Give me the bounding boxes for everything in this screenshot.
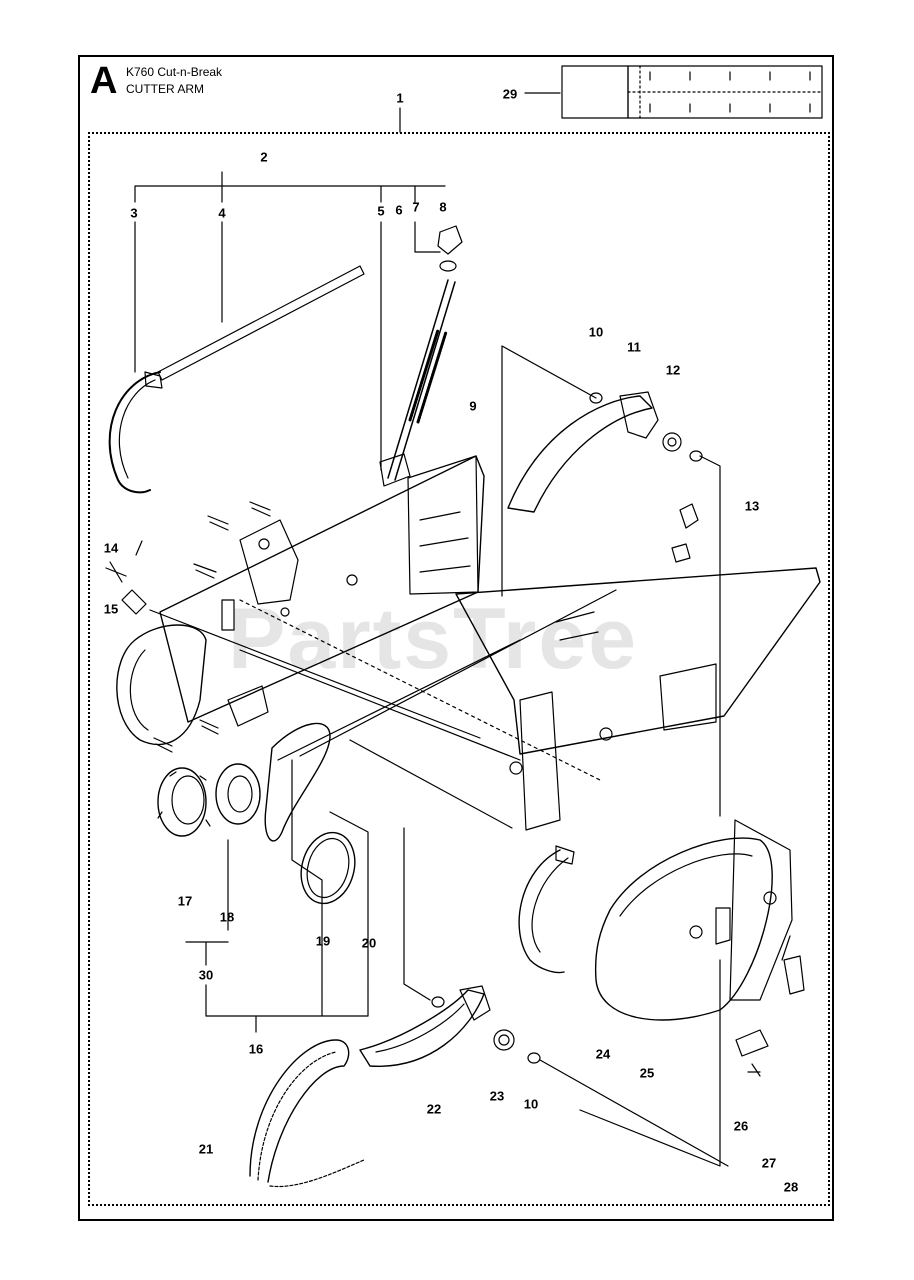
callout-29: 29 <box>502 86 518 102</box>
leader-26 <box>579 959 721 1167</box>
callout-9: 9 <box>469 398 477 414</box>
part-9-cutter-arm <box>159 455 485 723</box>
part-4-rod <box>157 265 365 381</box>
watermark: PartsTree <box>228 591 639 687</box>
arm-shaft-lines <box>149 589 617 829</box>
leader-2-bracket <box>134 171 446 203</box>
callout-25: 25 <box>639 1065 655 1081</box>
part-17-clutch-drum <box>157 767 211 837</box>
callout-10-lower: 10 <box>523 1096 539 1112</box>
part-13-drive-arm <box>455 567 821 831</box>
callout-24: 24 <box>595 1046 611 1062</box>
part-6-tension-spring <box>379 225 463 487</box>
part-29-decal-sheet <box>524 65 823 119</box>
leader-10b-line <box>539 1059 729 1167</box>
part-18-bearing <box>215 763 261 825</box>
leader-16-bracket <box>205 984 369 1033</box>
callout-6: 6 <box>395 202 403 218</box>
callout-30: 30 <box>198 967 214 983</box>
part-22-lower-guard <box>359 985 541 1067</box>
callout-14: 14 <box>103 540 119 556</box>
callout-15: 15 <box>103 601 119 617</box>
callout-12: 12 <box>665 362 681 378</box>
callout-8: 8 <box>439 199 447 215</box>
part-20-drive-belt <box>264 722 331 842</box>
leader-7 <box>414 221 441 253</box>
section-letter: A <box>90 60 118 102</box>
part-14-screws <box>105 501 271 753</box>
leader-12-box <box>501 345 597 597</box>
callout-20: 20 <box>361 935 377 951</box>
leader-19 <box>291 759 323 991</box>
callout-13: 13 <box>744 498 760 514</box>
part-3-curved-guard <box>108 371 163 494</box>
leader-18-30 <box>185 839 229 966</box>
callout-7: 7 <box>412 199 420 215</box>
part-27-hardware <box>735 935 805 1077</box>
section-title: CUTTER ARM <box>126 82 204 96</box>
part-15-clutch-cover <box>116 519 299 745</box>
callout-2: 2 <box>260 149 268 165</box>
leader-22-line <box>403 827 431 1001</box>
callout-21: 21 <box>198 1141 214 1157</box>
callout-23: 23 <box>489 1088 505 1104</box>
leader-20 <box>329 811 369 991</box>
callout-19: 19 <box>315 933 331 949</box>
callout-3: 3 <box>130 205 138 221</box>
callout-5: 5 <box>377 203 385 219</box>
callout-27: 27 <box>761 1155 777 1171</box>
part-11-upper-guard <box>507 391 703 563</box>
callout-26: 26 <box>733 1118 749 1134</box>
callout-1: 1 <box>396 90 404 106</box>
callout-4: 4 <box>218 205 226 221</box>
callout-10-upper: 10 <box>588 324 604 340</box>
callout-11: 11 <box>627 339 641 355</box>
diagram-frame <box>78 55 834 1221</box>
callout-17: 17 <box>177 893 193 909</box>
leader-13 <box>699 455 721 817</box>
assembly-boundary <box>88 132 830 1206</box>
callout-18: 18 <box>219 909 235 925</box>
part-25-belt-guard <box>594 819 793 1021</box>
callout-22: 22 <box>426 1101 442 1117</box>
model-title: K760 Cut-n-Break <box>126 65 223 79</box>
callout-28: 28 <box>783 1179 799 1195</box>
callout-16: 16 <box>248 1041 264 1057</box>
part-24-curved-plate <box>518 845 575 974</box>
part-21-v-belt <box>249 1039 365 1188</box>
part-19-ring <box>300 831 356 905</box>
